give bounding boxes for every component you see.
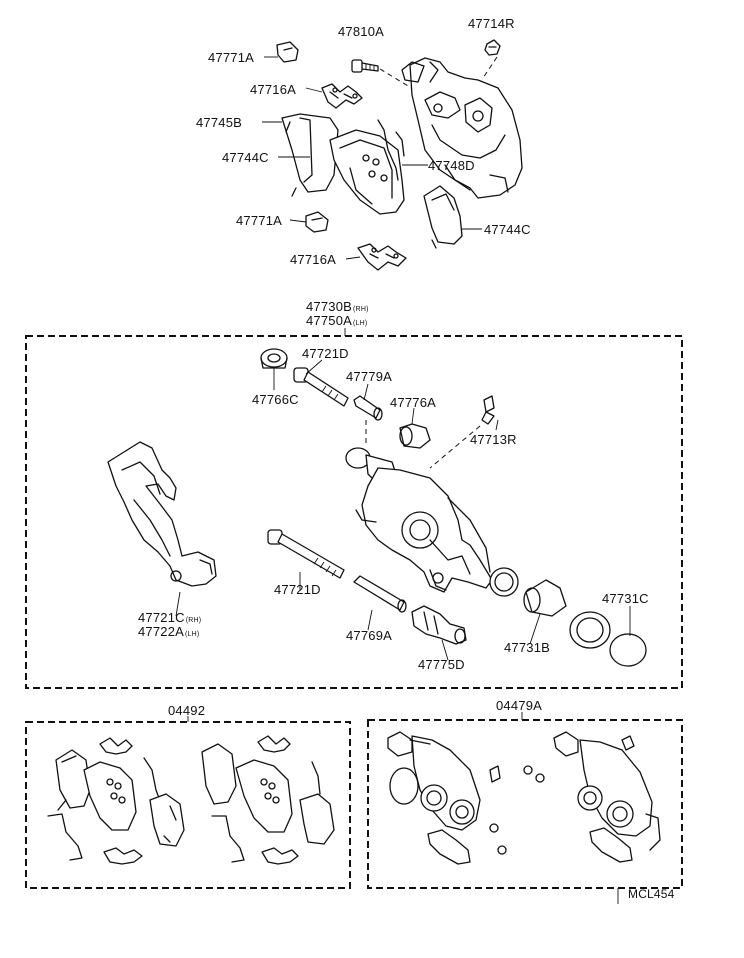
anti-squeal-spring-top [321,83,363,109]
label-47730b-number: 47730B [306,299,353,314]
anti-squeal-spring-bottom [357,243,407,271]
label-47748d: 47748D [428,158,475,173]
label-47713r: 47713R [470,432,517,447]
bleeder-cap-top [484,39,501,56]
label-47776a: 47776A [390,395,437,410]
clip-47771a-top [276,41,299,63]
label-47810a: 47810A [338,24,385,39]
label-47730b: 47730B(RH) [306,299,369,317]
slide-pin-lower [267,529,345,579]
label-47731c: 47731C [602,591,649,606]
label-kit-04479a: 04479A [496,698,543,713]
diagram-code: MCL454 [628,887,675,901]
label-47721d-mid: 47721D [274,582,321,597]
label-47750a-number: 47750A [306,313,353,328]
label-47750a-side: (LH) [353,320,368,327]
label-47769a: 47769A [346,628,393,643]
label-47716a-bottom: 47716A [290,252,337,267]
sleeve-47776a [399,423,431,449]
label-kit-04492: 04492 [168,703,206,718]
label-47745b: 47745B [196,115,243,130]
label-47730b-side: (RH) [353,306,369,313]
wear-indicator-47748d [377,119,405,181]
label-47766c: 47766C [252,392,299,407]
label-47721d-top: 47721D [302,346,349,361]
kit-04492-box [25,721,351,889]
pad-shim-left [281,113,339,197]
label-47771a-bottom: 47771A [236,213,283,228]
label-47731b: 47731B [504,640,551,655]
kit-04479a-box [367,719,683,889]
label-47721c-side: (RH) [185,617,202,624]
caliper-bracket [107,441,217,587]
bush-47775d [411,605,467,645]
clip-47771a-bottom [305,211,329,233]
piston-seals [489,567,647,667]
kit-04492-parts [47,735,335,865]
label-47744c-right: 47744C [484,222,531,237]
boot-47766c [260,348,288,369]
label-47744c-left: 47744C [222,150,269,165]
label-47771a-top: 47771A [208,50,255,65]
label-47721c: 47721C(RH) [138,610,201,628]
brake-pad-center [329,129,405,215]
label-47714r: 47714R [468,16,515,31]
label-47750a: 47750A(LH) [306,313,367,331]
label-47779a: 47779A [346,369,393,384]
slide-pin-upper [293,367,349,407]
caliper-body-top [401,56,523,199]
label-47722a: 47722A(LH) [138,624,199,642]
label-47721c-number: 47721C [138,610,185,625]
caliper-assembly-box [25,335,683,689]
bushing-47779a [353,395,383,445]
label-47716a-top: 47716A [250,82,297,97]
label-47722a-number: 47722A [138,624,185,639]
brake-pad-right [423,185,463,249]
bleeder-plug-47713r [429,395,495,469]
label-47775d: 47775D [418,657,465,672]
caliper-body-main [345,447,493,593]
guide-pin-47769a [353,575,407,613]
label-47722a-side: (LH) [185,631,200,638]
kit-04479a-parts [387,731,661,865]
bolt-47810a [351,59,419,93]
